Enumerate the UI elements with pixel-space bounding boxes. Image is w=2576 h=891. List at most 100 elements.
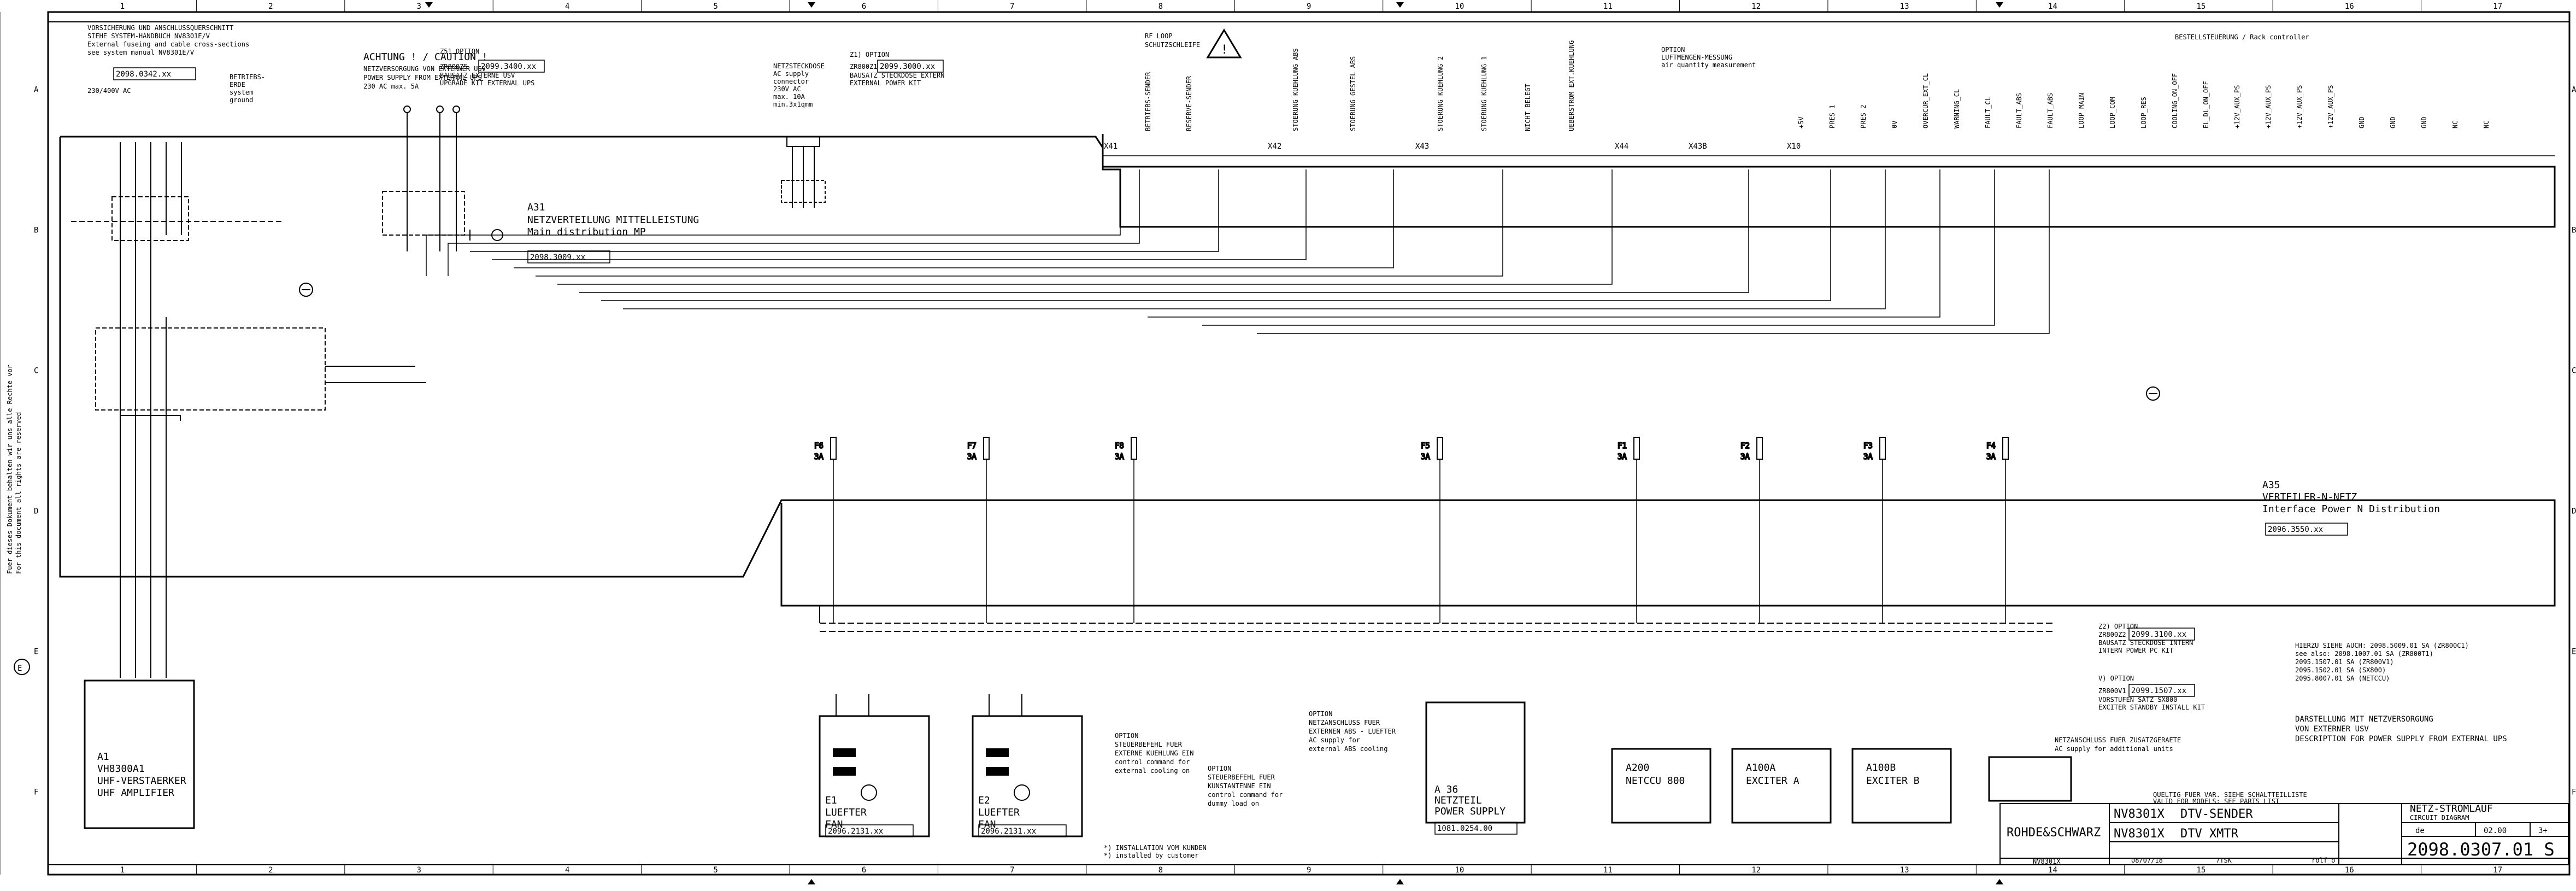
v-code: 2099.1507.xx	[2131, 687, 2186, 695]
row-letter: F	[34, 788, 38, 797]
fusing-voltage: 230/400V AC	[87, 87, 131, 95]
fusing-note: SIEHE SYSTEM-HANDBUCH NV8301E/V	[87, 32, 210, 40]
column-number: 12	[1751, 2, 1761, 11]
fuse-symbol	[1131, 437, 1137, 460]
version: 02.00	[2484, 826, 2507, 835]
fusing-note: VORSICHERUNG UND ANSCHLUSSQUERSCHNITT	[87, 24, 233, 32]
row-letter: D	[2572, 507, 2576, 516]
column-number: 17	[2493, 2, 2502, 11]
rack-signal: +12V_AUX_PS	[2327, 85, 2334, 128]
warning-icon	[1206, 28, 1242, 58]
e2-code: 2096.2131.xx	[981, 827, 1036, 836]
a1-label: VH8300A1	[97, 763, 145, 775]
svg-text:!: !	[1221, 43, 1228, 57]
signal-label: STOERUNG KUEHLUNG 2	[1437, 56, 1444, 131]
airflow-label: LUFTMENGEN-MESSUNG	[1661, 54, 1732, 61]
signal-label: RESERVE-SENDER	[1185, 75, 1193, 131]
a35-name: VERTEILER-N-NETZ	[2262, 491, 2357, 503]
fuse-symbol	[1633, 437, 1640, 460]
column-number: 13	[1900, 2, 1909, 11]
airflow-label: air quantity measurement	[1661, 61, 1756, 69]
v-option: EXCITER STANDBY INSTALL KIT	[2098, 704, 2205, 711]
column-number: 2	[268, 866, 273, 875]
v-option: VORSTUFEN SATZ SX800	[2098, 696, 2178, 704]
a31-code: 2098.3009.xx	[530, 253, 585, 262]
socket-label: max. 10A	[773, 93, 805, 101]
earth-label: system	[230, 89, 253, 96]
column-number: 5	[713, 2, 717, 11]
rack-signal: +5V	[1797, 116, 1805, 128]
z2-option: BAUSATZ STECKDOSE INTERN	[2098, 639, 2193, 647]
caution-text: 230 AC max. 5A	[363, 83, 419, 90]
column-number: 13	[1900, 866, 1909, 875]
earth-label: ERDE	[230, 81, 245, 89]
row-letter: D	[34, 507, 38, 516]
svg-text:E: E	[17, 664, 22, 673]
a200-box	[1611, 748, 1712, 824]
see-also: see also: 2098.1007.01 SA (ZR800T1)	[2295, 650, 2433, 658]
column-number: 2	[268, 2, 273, 11]
signal-bus	[426, 169, 2050, 334]
fuse-label: F4	[1986, 442, 1996, 450]
fuse-label: F2	[1740, 442, 1750, 450]
v-option: V) OPTION	[2098, 675, 2134, 682]
a100b-label: EXCITER B	[1866, 775, 1920, 787]
option-dummy: control command for	[1208, 791, 1283, 799]
socket-option: BAUSATZ STECKDOSE EXTERN	[850, 72, 944, 79]
rack-signal: FAULT_ABS	[2015, 93, 2023, 128]
description: DESCRIPTION FOR POWER SUPPLY FROM EXTERN…	[2295, 735, 2507, 743]
option-cooling: external cooling on	[1115, 767, 1190, 775]
fuse-symbol	[2002, 437, 2009, 460]
rack-signal: FAULT_ABS	[2046, 93, 2054, 128]
z2-code: 2099.3100.xx	[2131, 630, 2186, 639]
fuse-rating: 3A	[1618, 453, 1627, 461]
socket-option: Z1) OPTION	[850, 51, 889, 58]
column-number: 1	[120, 2, 125, 11]
rack-signal: PRES 2	[1860, 105, 1867, 128]
rack-signal: LOOP_MAIN	[2078, 93, 2085, 128]
column-number: 10	[1455, 2, 1464, 11]
column-number: 6	[862, 866, 866, 875]
mains-input	[71, 142, 426, 678]
a36-label: NETZTEIL	[1434, 795, 1482, 806]
e1-label: LUEFTER	[825, 807, 867, 818]
fuse-label: F6	[814, 442, 824, 450]
caution-text: POWER SUPPLY FROM EXTERNAL UPS	[363, 74, 482, 81]
z2-option: Z2) OPTION	[2098, 623, 2138, 630]
option-cooling: OPTION	[1115, 732, 1138, 740]
e2-label: LUEFTER	[978, 807, 1020, 818]
socket-option: EXTERNAL POWER KIT	[850, 79, 921, 87]
caution-text: NETZVERSORGUNG VON EXTERNER USV	[363, 65, 486, 73]
row-letter: C	[34, 367, 38, 376]
rack-signal: +12V_AUX_PS	[2233, 85, 2241, 128]
fuse-rating: 3A	[1863, 453, 1873, 461]
fuse-symbol	[1437, 437, 1443, 460]
zusatz-note: AC supply for additional units	[2055, 745, 2173, 753]
earth-label: ground	[230, 96, 253, 104]
description: DARSTELLUNG MIT NETZVERSORGUNG	[2295, 715, 2433, 724]
rf-loop-label: RF LOOP	[1145, 32, 1173, 40]
rack-signal: PRES 1	[1828, 105, 1836, 128]
column-number: 9	[1307, 866, 1311, 875]
see-also: 2095.1507.01 SA (ZR800V1)	[2295, 658, 2394, 666]
a35-name-en: Interface Power N Distribution	[2262, 503, 2440, 515]
fuse-label: F5	[1421, 442, 1430, 450]
a100a-box	[1731, 748, 1832, 824]
foot-model: NV8301X	[2033, 858, 2061, 865]
socket-label: connector	[773, 78, 809, 85]
rack-signal: LOOP_COM	[2109, 97, 2116, 128]
model-2: NV8301X	[2114, 827, 2165, 841]
company-name: ROHDE&SCHWARZ	[2007, 826, 2101, 840]
fuse-rating: 3A	[814, 453, 824, 461]
z2-socket-box	[1988, 756, 2072, 802]
fuse-rating: 3A	[1986, 453, 1996, 461]
signal-label: STOERUNG KUEHLUNG 1	[1480, 56, 1488, 131]
a100b-box	[1851, 748, 1952, 824]
fuse-symbol	[830, 437, 837, 460]
signal-label: NICHT BELEGT	[1524, 84, 1532, 131]
row-letter: E	[34, 648, 38, 656]
fuse-label: F7	[967, 442, 977, 450]
a100a-label: EXCITER A	[1746, 775, 1799, 787]
rack-signal: GND	[2358, 116, 2366, 128]
